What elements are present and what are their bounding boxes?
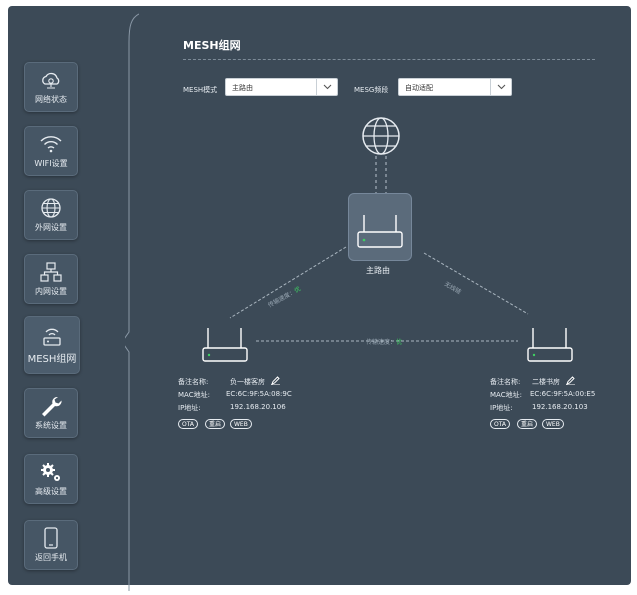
gears-icon bbox=[38, 461, 64, 483]
sidebar-item-lan[interactable]: 内网设置 bbox=[24, 254, 78, 304]
sidebar-item-label: 网络状态 bbox=[35, 95, 67, 104]
mesh-topology-diagram bbox=[202, 117, 573, 362]
chevron-down-icon bbox=[316, 79, 337, 95]
sidebar-item-wan[interactable]: 外网设置 bbox=[24, 190, 78, 240]
mesh-mode-value: 主路由 bbox=[232, 84, 253, 92]
left-node-router-icon bbox=[202, 328, 248, 362]
sidebar-item-label: 高级设置 bbox=[35, 487, 67, 496]
right-node-ip-label: IP地址: bbox=[490, 404, 513, 412]
phone-icon bbox=[38, 527, 64, 549]
left-node-mac-value: EC:6C:9F:5A:08:9C bbox=[226, 390, 292, 398]
right-node-name-value: 二楼书房 bbox=[532, 378, 560, 386]
sidebar-item-label: 系统设置 bbox=[35, 421, 67, 430]
left-node-ip-label: IP地址: bbox=[178, 404, 201, 412]
app-window: 网络状态 WIFI设置 外网设置 内网设置 MESH组网 bbox=[8, 6, 631, 591]
sidebar-item-network-status[interactable]: 网络状态 bbox=[24, 62, 78, 112]
left-node-name-value: 负一楼客房 bbox=[230, 378, 265, 386]
internet-globe-icon bbox=[362, 117, 400, 155]
sidebar-item-label: 外网设置 bbox=[35, 223, 67, 232]
mesh-panel: MESH组网 MESH模式 主路由 MESG频段 自动适配 bbox=[138, 12, 637, 591]
sidebar-item-label: 内网设置 bbox=[35, 287, 67, 296]
globe-icon bbox=[38, 197, 64, 219]
edit-pencil-icon[interactable] bbox=[566, 376, 575, 385]
wifi-icon bbox=[38, 133, 64, 155]
right-node-name-label: 备注名称: bbox=[490, 378, 521, 386]
sidebar-item-label: WIFI设置 bbox=[34, 159, 68, 168]
left-node-web-button[interactable]: WEB bbox=[230, 419, 252, 429]
wrench-icon bbox=[38, 395, 64, 417]
left-node-ota-button[interactable]: OTA bbox=[178, 419, 199, 429]
link-bottom-speed: 传输速度：优 bbox=[366, 339, 403, 346]
link-main-right bbox=[423, 252, 529, 315]
sidebar-item-wifi[interactable]: WIFI设置 bbox=[24, 126, 78, 176]
right-node-ip-value: 192.168.20.103 bbox=[532, 403, 588, 411]
mesh-band-select[interactable]: 自动适配 bbox=[398, 78, 512, 96]
main-router-label: 主路由 bbox=[366, 266, 390, 275]
right-node-router-icon bbox=[527, 328, 573, 362]
right-node-ota-button[interactable]: OTA bbox=[490, 419, 511, 429]
cloud-network-icon bbox=[38, 69, 64, 91]
left-node-ip-value: 192.168.20.106 bbox=[230, 403, 286, 411]
sidebar-item-system[interactable]: 系统设置 bbox=[24, 388, 78, 438]
sidebar-item-advanced[interactable]: 高级设置 bbox=[24, 454, 78, 504]
mesh-mode-select[interactable]: 主路由 bbox=[225, 78, 338, 96]
right-node-mac-label: MAC地址: bbox=[490, 391, 522, 399]
mesh-mode-label: MESH模式 bbox=[183, 86, 218, 94]
page-title: MESH组网 bbox=[183, 39, 241, 52]
mesh-band-label: MESG频段 bbox=[354, 86, 389, 94]
right-node-restart-button[interactable]: 重启 bbox=[517, 419, 538, 429]
chevron-down-icon bbox=[490, 79, 511, 95]
mesh-router-icon bbox=[39, 325, 65, 347]
sidebar-item-label: 返回手机 bbox=[35, 553, 67, 562]
right-node-mac-value: EC:6C:9F:5A:00:E5 bbox=[530, 390, 596, 398]
main-router-node[interactable] bbox=[348, 193, 412, 261]
title-divider bbox=[183, 59, 595, 60]
sidebar-item-back-to-phone[interactable]: 返回手机 bbox=[24, 520, 78, 570]
link-main-left bbox=[229, 246, 347, 319]
sidebar-divider bbox=[125, 13, 139, 591]
left-node-name-label: 备注名称: bbox=[178, 378, 209, 386]
lan-topology-icon bbox=[38, 261, 64, 283]
edit-pencil-icon[interactable] bbox=[271, 376, 280, 385]
right-node-web-button[interactable]: WEB bbox=[542, 419, 564, 429]
left-node-restart-button[interactable]: 重启 bbox=[205, 419, 226, 429]
mesh-band-value: 自动适配 bbox=[405, 84, 433, 92]
sidebar-item-label: MESH组网 bbox=[27, 354, 77, 365]
main-router-icon bbox=[357, 215, 403, 248]
sidebar-item-mesh[interactable]: MESH组网 bbox=[24, 316, 80, 374]
left-node-mac-label: MAC地址: bbox=[178, 391, 210, 399]
